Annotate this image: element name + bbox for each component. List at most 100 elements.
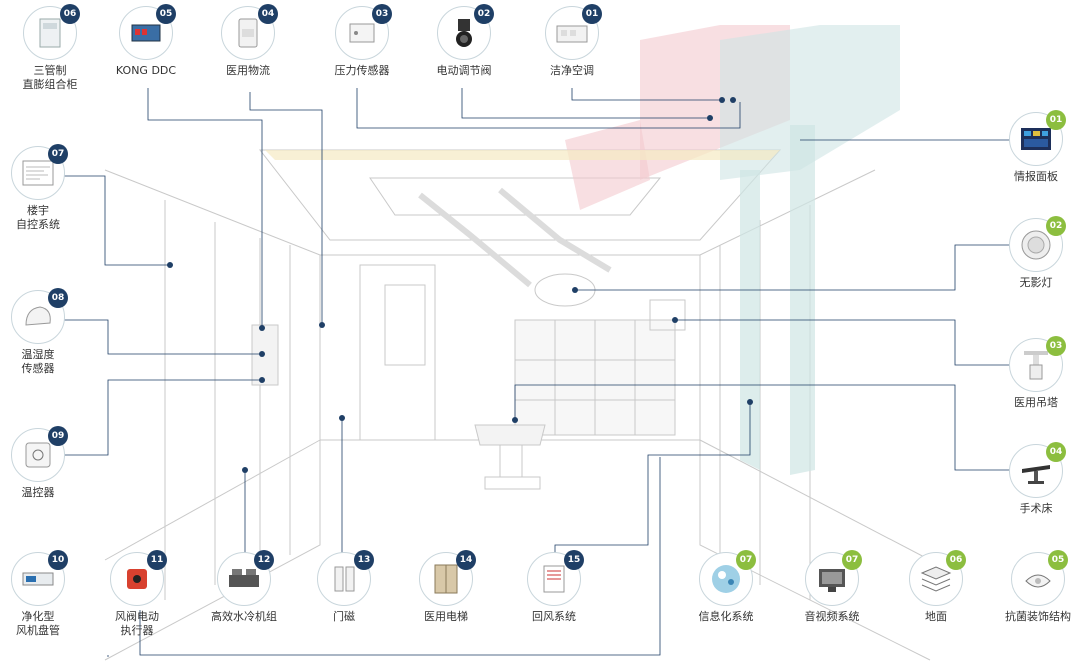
node-left-08: 08 温湿度传感器 [0, 288, 88, 376]
equipment-thumbnail: 06 [909, 550, 966, 606]
badge-number: 03 [1046, 336, 1066, 356]
chiller-icon [229, 569, 259, 587]
antibacterial-structure-icon [1025, 574, 1051, 588]
equipment-thumbnail: 01 [545, 4, 602, 60]
badge-number: 06 [946, 550, 966, 570]
surgical-table-column [499, 444, 523, 478]
ceiling-frame [258, 149, 782, 241]
node-left-07: 07 楼宇自控系统 [0, 144, 88, 232]
node-label-line1: 压力传感器 [334, 64, 390, 77]
badge-number: 02 [474, 4, 494, 24]
equipment-thumbnail: 02 [437, 4, 494, 60]
node-label-line2: 直膨组合柜 [22, 78, 78, 91]
left-wall-edge [104, 169, 321, 661]
node-label-line1: 医用电梯 [424, 610, 468, 623]
humidity-sensor-icon [25, 306, 51, 326]
information-system-icon [712, 565, 740, 593]
badge-number: 10 [48, 550, 68, 570]
surgical-light-icon [1021, 230, 1051, 260]
ceiling-light-band [265, 150, 780, 160]
door-magnet-icon [334, 566, 355, 592]
badge-number: 15 [564, 550, 584, 570]
node-top-03: 03 压力传感器 [312, 4, 412, 78]
node-label-line2: 风机盘管 [16, 624, 60, 637]
right-floor-edge [699, 439, 931, 561]
node-label-line1: 地面 [925, 610, 947, 623]
badge-number: 07 [736, 550, 756, 570]
node-label-line1: 医用物流 [226, 64, 270, 77]
node-bottom-green-06: 06 地面 [886, 550, 986, 624]
node-label-line1: 电动调节阀 [436, 64, 492, 77]
badge-number: 02 [1046, 216, 1066, 236]
floor-layers-icon [920, 566, 952, 592]
node-label-line1: 楼宇 [27, 204, 49, 217]
surgical-table-base [484, 476, 541, 490]
node-label-line2: 执行器 [120, 624, 154, 637]
node-top-04: 04 医用物流 [198, 4, 298, 78]
node-label-line1: 抗菌装饰结构 [1005, 610, 1071, 623]
clean-ac-unit-icon [556, 25, 588, 43]
badge-number: 14 [456, 550, 476, 570]
fan-coil-icon [22, 572, 54, 586]
node-label-line1: 温湿度 [21, 348, 55, 361]
badge-number: 05 [1048, 550, 1068, 570]
right-wall-edge [699, 169, 931, 661]
badge-number: 03 [372, 4, 392, 24]
badge-number: 07 [842, 550, 862, 570]
node-bottom-green-05: 05 抗菌装饰结构 [988, 550, 1080, 624]
node-label-line1: 洁净空调 [550, 64, 594, 77]
info-panel-icon [1021, 128, 1051, 150]
av-system-icon [819, 569, 845, 592]
node-right-04: 04 手术床 [986, 442, 1080, 516]
badge-number: 12 [254, 550, 274, 570]
damper-actuator-icon [127, 569, 147, 589]
node-top-06: 06 三管制直膨组合柜 [0, 4, 100, 92]
callout-dots [167, 97, 753, 473]
medical-pendant-icon [1024, 351, 1048, 380]
thermostat-icon [25, 442, 51, 468]
surgical-table-top [474, 424, 546, 446]
control-panel-box [251, 324, 279, 386]
node-bottom-green-07a: 07 信息化系统 [676, 550, 776, 624]
equipment-thumbnail: 15 [527, 550, 584, 606]
node-label-line1: 信息化系统 [698, 610, 754, 623]
equipment-thumbnail: 11 [110, 550, 167, 606]
node-bottom-12: 12 高效水冷机组 [194, 550, 294, 624]
equipment-thumbnail: 03 [335, 4, 392, 60]
equipment-thumbnail: 08 [11, 288, 68, 344]
badge-number: 04 [1046, 442, 1066, 462]
equipment-thumbnail: 07 [805, 550, 862, 606]
node-top-05: 05 KONG DDC [96, 4, 196, 78]
node-bottom-15: 15 回风系统 [504, 550, 604, 624]
node-bottom-14: 14 医用电梯 [396, 550, 496, 624]
left-floor-edge [104, 439, 321, 561]
node-top-02: 02 电动调节阀 [414, 4, 514, 78]
node-label-line1: 手术床 [1019, 502, 1053, 515]
node-top-01: 01 洁净空调 [522, 4, 622, 78]
badge-number: 05 [156, 4, 176, 24]
callout-lines [62, 88, 1010, 657]
left-wall-panels [164, 200, 291, 600]
equipment-thumbnail: 07 [699, 550, 756, 606]
pendant-arms [418, 187, 612, 288]
node-label-line1: 回风系统 [532, 610, 576, 623]
equipment-thumbnail: 05 [1011, 550, 1068, 606]
monitor-arm [649, 299, 686, 331]
node-label-line1: 无影灯 [1019, 276, 1053, 289]
motorized-valve-icon [456, 19, 472, 47]
node-right-03: 03 医用吊塔 [986, 336, 1080, 410]
ceiling-panel [369, 177, 662, 216]
node-label-line1: 医用吊塔 [1014, 396, 1058, 409]
node-label-line1: 高效水冷机组 [211, 610, 277, 623]
node-label-line1: 风阀电动 [115, 610, 159, 623]
node-label-line1: 音视频系统 [804, 610, 860, 623]
cabinet-icon [39, 18, 61, 48]
equipment-thumbnail: 10 [11, 550, 68, 606]
node-label-line1: 三管制 [33, 64, 67, 77]
badge-number: 01 [1046, 110, 1066, 130]
equipment-thumbnail: 01 [1009, 110, 1066, 166]
equipment-thumbnail: 04 [221, 4, 278, 60]
node-bottom-11: 11 风阀电动执行器 [87, 550, 187, 638]
node-label-line1: 门磁 [333, 610, 355, 623]
